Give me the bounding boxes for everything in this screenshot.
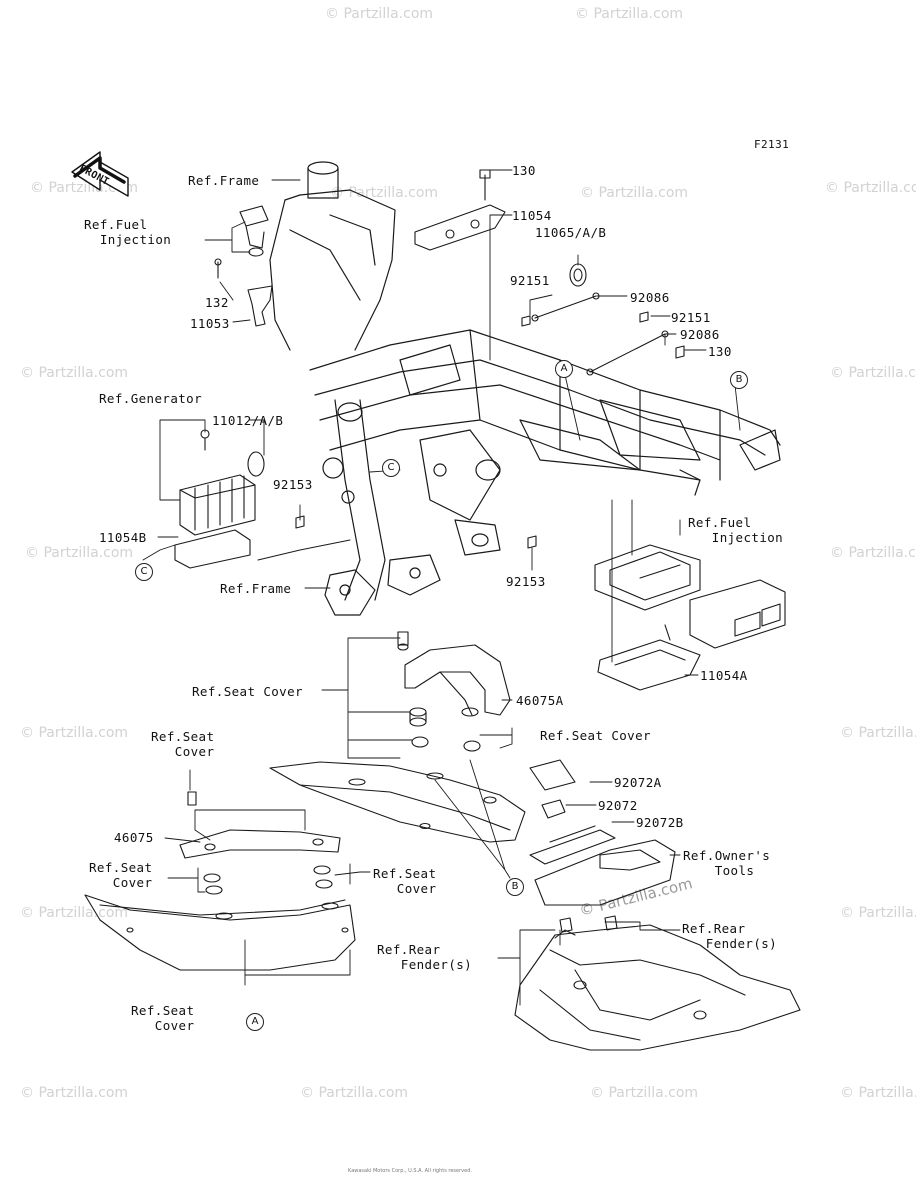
watermark: © Partzilla.com <box>20 725 129 741</box>
ref-rear-fender-right-label: Ref.Rear Fender(s) <box>682 921 778 951</box>
part-11054b-label: 11054B <box>99 530 147 545</box>
part-92086-b-label: 92086 <box>680 327 720 342</box>
watermark: © Partzilla.com <box>840 905 916 921</box>
tool-pouch <box>534 839 676 906</box>
ref-seat-cover-left-label: Ref.Seat Cover <box>151 729 215 759</box>
tail-cowl-upper <box>269 761 526 843</box>
part-11012-label: 11012/A/B <box>212 413 284 428</box>
ref-rear-fender-left-label: Ref.Rear Fender(s) <box>377 942 473 972</box>
watermark: © Partzilla.com <box>575 6 684 22</box>
watermark: © Partzilla.com <box>830 365 916 381</box>
watermark: © Partzilla.com <box>590 1085 699 1101</box>
part-46075a-label: 46075A <box>516 693 564 708</box>
ground-cable-92086 <box>589 333 666 373</box>
part-46075-label: 46075 <box>114 830 154 845</box>
ref-fuel-injection-left-label: Ref.Fuel Injection <box>84 217 172 247</box>
ref-fuel-injection-right-label: Ref.Fuel Injection <box>688 515 784 545</box>
callout-b: B <box>730 371 748 389</box>
part-11054-label: 11054 <box>512 208 552 223</box>
callout-a: A <box>246 1013 264 1031</box>
part-92153-a-label: 92153 <box>273 477 313 492</box>
regulator <box>174 429 265 569</box>
ecu-bracket-11054a <box>594 544 701 691</box>
ref-owners-tools-label: Ref.Owner's Tools <box>683 848 771 878</box>
watermark: © Partzilla.com <box>330 185 439 201</box>
watermark: © Partzilla.com <box>325 6 434 22</box>
tool-straps <box>529 759 616 865</box>
part-11053-label: 11053 <box>190 316 230 331</box>
callout-a: A <box>555 360 573 378</box>
copyright-note: Kawasaki Motors Corp., U.S.A. All rights… <box>348 1168 472 1174</box>
part-11054a-label: 11054A <box>700 668 748 683</box>
grab-rail-46075a <box>397 631 511 716</box>
ref-generator-label: Ref.Generator <box>99 391 203 406</box>
part-92072a-label: 92072A <box>614 775 662 790</box>
ecu-unit <box>689 579 786 649</box>
grab-rail-46075 <box>179 791 341 859</box>
watermark: © Partzilla.com <box>580 185 689 201</box>
part-92072b-label: 92072B <box>636 815 684 830</box>
watermark: © Partzilla.com <box>25 545 134 561</box>
rear-fender <box>514 915 801 1051</box>
part-92072-label: 92072 <box>598 798 638 813</box>
seat-cover-lower <box>84 894 356 971</box>
part-130-top-label: 130 <box>512 163 536 178</box>
fuel-injection-bracket <box>214 205 273 327</box>
watermark: © Partzilla.com <box>825 180 916 196</box>
part-92151-b-label: 92151 <box>671 310 711 325</box>
watermark: © Partzilla.com <box>840 1085 916 1101</box>
grommet-11065 <box>569 263 587 287</box>
figure-number: F2131 <box>754 138 790 151</box>
front-arrow-icon <box>71 151 129 197</box>
callout-c: C <box>382 459 400 477</box>
part-11065-label: 11065/A/B <box>535 225 607 240</box>
part-132-label: 132 <box>205 295 229 310</box>
ref-seat-cover-right2-label: Ref.Seat Cover <box>373 866 437 896</box>
leader-lines <box>142 169 741 1006</box>
ref-frame-top-label: Ref.Frame <box>188 173 260 188</box>
watermark: © Partzilla.com <box>840 725 916 741</box>
watermark: © Partzilla.com <box>300 1085 409 1101</box>
part-130-mid-label: 130 <box>708 344 732 359</box>
watermark: © Partzilla.com <box>20 1085 129 1101</box>
ref-frame-mid-label: Ref.Frame <box>220 581 292 596</box>
watermark: © Partzilla.com <box>20 905 129 921</box>
bushings <box>409 707 481 752</box>
part-92151-a-label: 92151 <box>510 273 550 288</box>
bushings-lower <box>203 865 333 895</box>
ref-seat-cover-top-label: Ref.Seat Cover <box>192 684 303 699</box>
ref-seat-cover-mid-label: Ref.Seat Cover <box>540 728 651 743</box>
ref-seat-cover-left2-label: Ref.Seat Cover <box>89 860 153 890</box>
main-frame <box>269 161 781 616</box>
watermark: © Partzilla.com <box>20 365 129 381</box>
ref-seat-cover-bottom-label: Ref.Seat Cover <box>131 1003 195 1033</box>
watermark: © Partzilla.com <box>830 545 916 561</box>
bracket-11054 <box>414 169 506 251</box>
part-92086-a-label: 92086 <box>630 290 670 305</box>
part-92153-b-label: 92153 <box>506 574 546 589</box>
callout-b: B <box>506 878 524 896</box>
ground-cable-92086 <box>534 295 597 319</box>
callout-c: C <box>135 563 153 581</box>
